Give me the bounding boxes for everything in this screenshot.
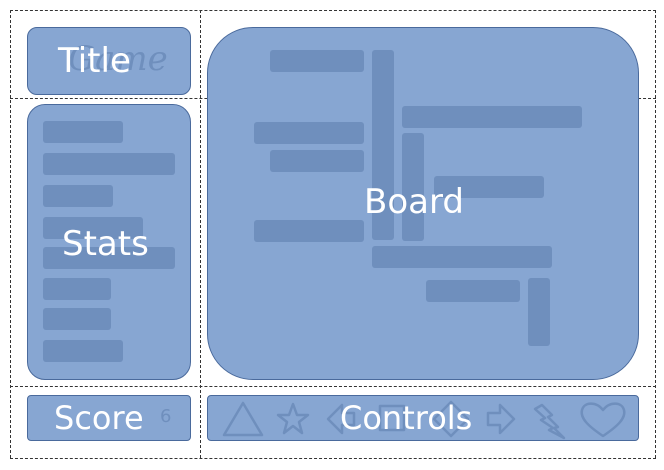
guide-bottom <box>10 458 656 459</box>
board-placeholder-bar <box>434 176 544 198</box>
square-icon <box>378 404 406 432</box>
stats-placeholder-bar <box>43 278 111 300</box>
board-label: Board <box>364 182 464 222</box>
guide-right <box>655 10 656 458</box>
board-placeholder-bar <box>254 122 364 144</box>
guide-top <box>10 10 656 11</box>
controls-region: Controls <box>207 395 639 441</box>
arrow-left-icon <box>326 403 356 435</box>
title-region: Game Title <box>27 27 191 95</box>
stats-region: Stats <box>27 104 191 380</box>
board-placeholder-bar <box>270 150 364 172</box>
stats-placeholder-bar <box>43 340 123 362</box>
board-region: Board <box>207 27 639 380</box>
controls-icons <box>222 400 626 440</box>
board-placeholder-bar <box>270 50 364 72</box>
arrow-right-icon <box>486 403 516 435</box>
stats-placeholder-bar <box>43 217 143 239</box>
star-icon <box>276 402 310 435</box>
board-placeholder-bar <box>372 50 394 165</box>
diamond-icon <box>432 400 470 438</box>
stats-placeholder-bar <box>43 185 113 207</box>
stats-placeholder-bar <box>43 153 175 175</box>
guide-mid-lower <box>10 386 656 387</box>
board-placeholder-bar <box>528 278 550 346</box>
board-placeholder-bar <box>402 106 582 128</box>
score-ghost-digit: 6 <box>160 406 172 427</box>
score-label: Score <box>54 399 144 437</box>
board-placeholder-bar <box>372 148 394 240</box>
board-placeholder-bar <box>402 133 424 241</box>
title-ghost-text: Game <box>68 39 168 79</box>
controls-label: Controls <box>340 399 473 437</box>
score-region: 6 Score <box>27 395 191 441</box>
board-placeholder-bar <box>426 280 520 302</box>
guide-center <box>200 10 201 458</box>
stats-placeholder-bar <box>43 308 111 330</box>
triangle-icon <box>222 401 264 437</box>
stats-placeholder-bar <box>43 121 123 143</box>
lightning-icon <box>533 403 566 440</box>
heart-icon <box>580 402 626 438</box>
title-label: Title <box>58 41 131 81</box>
stats-placeholder-bar <box>43 247 175 269</box>
guide-left <box>10 10 11 458</box>
stats-label: Stats <box>62 224 149 264</box>
board-placeholder-bar <box>254 220 364 242</box>
board-placeholder-bar <box>372 246 552 268</box>
